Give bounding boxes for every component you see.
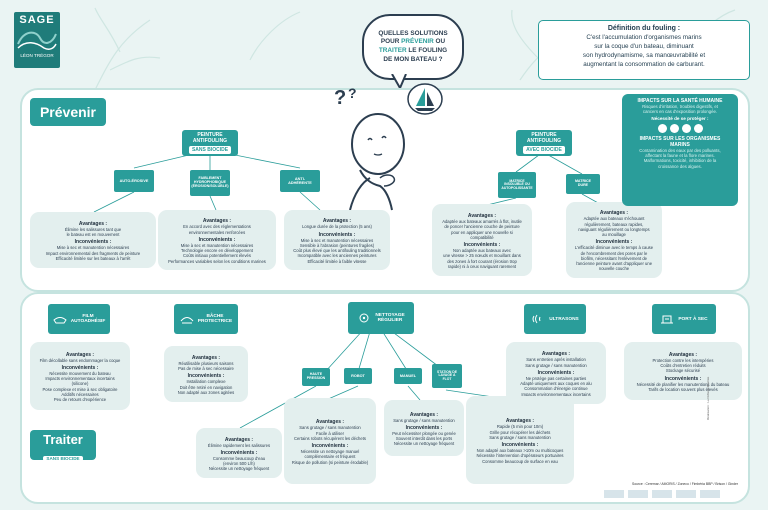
sub-robot: ROBOT (344, 368, 372, 384)
sage-logo: SAGE LÉON TRÉGOR (14, 12, 60, 68)
film-icon (53, 317, 67, 324)
goggles-icon (669, 123, 679, 133)
tarp-icon (180, 317, 194, 324)
bache-protectrice-box: BÂCHE PROTECTRICE (174, 304, 238, 334)
card-faiblement-hydrophobique: Avantages : En accord avec des réglement… (158, 210, 276, 270)
sponge-icon (359, 313, 369, 323)
thinking-character-illustration: ? ? (334, 85, 405, 211)
card-haute-pression: Avantages : Élimine rapidement les salis… (196, 428, 282, 478)
ultrasound-icon (532, 314, 541, 324)
question-bubble: QUELLES SOLUTIONS POUR PRÉVENIR OU TRAIT… (362, 14, 464, 80)
impacts-box: IMPACTS SUR LA SANTÉ HUMAINE Risques d'i… (622, 94, 738, 206)
prevenir-title: Prévenir (30, 98, 106, 126)
gloves-icon (681, 123, 691, 133)
partner-logo-1 (604, 490, 624, 498)
partner-logo-5 (700, 490, 720, 498)
sub-manuel: MANUEL (394, 368, 422, 384)
ultrasons-box: ULTRASONS (524, 304, 586, 334)
partner-logo-3 (652, 490, 672, 498)
wave-logo-icon (17, 31, 57, 50)
film-autoadhesif-box: FILM AUTOADHÉSIF (48, 304, 110, 334)
partner-logo-2 (628, 490, 648, 498)
card-anti-adherente: Avantages : Longue durée de la protectio… (284, 210, 390, 270)
traiter-title: Traiter SANS BIOCIDE (30, 430, 96, 461)
card-station-lavage: Avantages : Rapide (5 min pour 10m) Gril… (466, 396, 574, 484)
card-matrice-insoluble: Avantages : Adaptée aux bateaux amarrés … (432, 204, 532, 276)
question-mark-icon: ? (334, 87, 346, 109)
sailboat-icon (407, 83, 443, 115)
peinture-sans-biocide-box: PEINTURE ANTIFOULING SANS BIOCIDE (182, 130, 238, 156)
card-port-a-sec: Avantages : Protection contre les intemp… (624, 342, 742, 400)
card-bache-protectrice: Avantages : Réutilisable plusieurs saiso… (164, 346, 248, 402)
partner-logos (604, 490, 720, 498)
credit-text: Réalisation : La Drôlerie Illustrée (706, 376, 710, 420)
peinture-avec-biocide-box: PEINTURE ANTIFOULING AVEC BIOCIDE (516, 130, 572, 156)
partner-logo-4 (676, 490, 696, 498)
card-auto-erosive: Avantages : Élimine les salissures tant … (30, 212, 156, 268)
port-a-sec-box: PORT À SEC (652, 304, 716, 334)
sub-anti-adherente: ANTI- ADHÉRENTE (280, 170, 320, 192)
sub-haute-pression: HAUTE PRESSION (302, 368, 330, 386)
card-matrice-dure: Avantages : Adaptée aux bateaux s'échoua… (566, 202, 662, 278)
question-mark-small-icon: ? (348, 85, 357, 101)
source-text: Source : Ceremar / AMORIS / Zoneco / Fim… (631, 482, 738, 486)
nettoyage-regulier-box: NETTOYAGE RÉGULIER (348, 302, 414, 334)
sub-auto-erosive: AUTO-ÉROSIVE (114, 170, 154, 192)
sub-station-lavage: STATION DE LAVAGE À FLOT (432, 364, 462, 388)
dry-port-icon (661, 315, 674, 324)
definition-box: Définition du fouling : C'est l'accumula… (538, 20, 750, 80)
sub-faiblement-hydrophobique: FAIBLEMENT HYDROPHOBIQUE (ÉROSION/SOLUBL… (190, 170, 230, 196)
sub-matrice-dure: MATRICE DURE (566, 174, 600, 194)
coverall-icon (693, 123, 703, 133)
sub-matrice-insoluble: MATRICE INSOLUBLE OU AUTOPOLISSANTE (498, 172, 536, 198)
card-robot: Avantages : Sans grutage / sans manutent… (284, 398, 376, 484)
card-ultrasons: Avantages : Sans entretien après install… (506, 342, 606, 404)
card-film-autoadhesif: Avantages : Film décollable sans endomma… (30, 342, 130, 410)
card-manuel: Avantages : Sans grutage / sans manutent… (384, 400, 464, 456)
mask-icon (657, 123, 667, 133)
